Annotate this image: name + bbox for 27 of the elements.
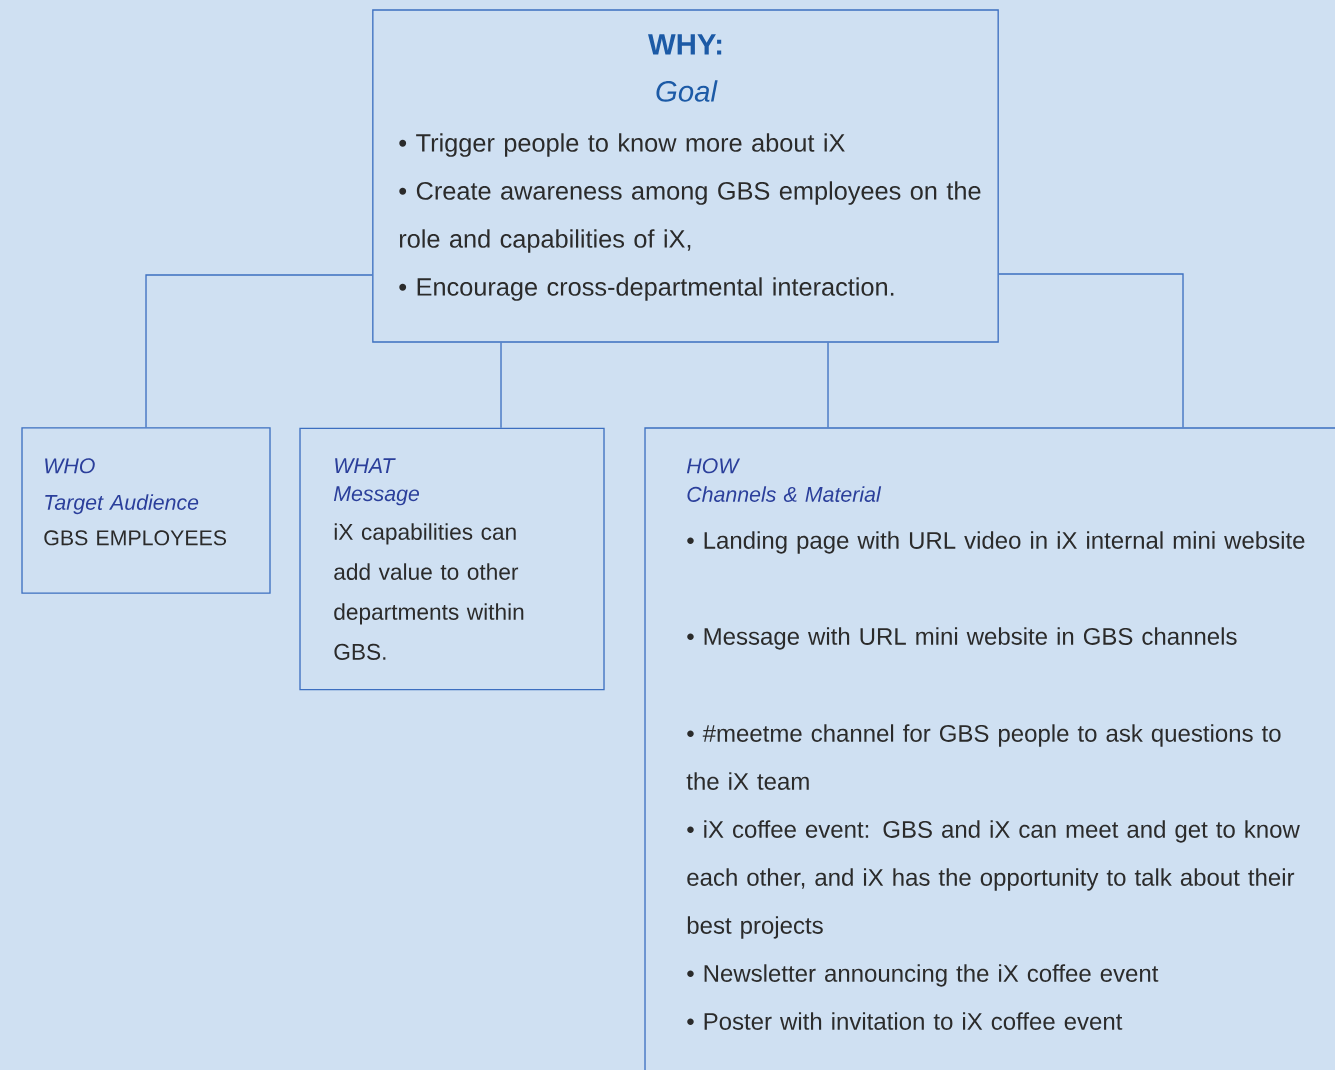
box-text: GBS EMPLOYEES [44,530,227,546]
box-subheading: Target Audience [45,494,199,515]
audience-box [21,427,271,594]
bullet-item: • Create awareness among GBS employees on the role and capabilities of iX, [399,181,981,253]
box-heading: WHO [45,458,95,474]
bullet-item: • iX coffee event: GBS and iX can meet and get to know each other, and iX has the opportunity to talk about their best projects [687,820,1300,939]
channels-box [644,427,1335,1070]
box-heading: HOW [686,458,741,474]
connector-line [145,274,373,428]
bullet-item: • Encourage cross-departmental interaction. [399,277,894,301]
bullet-item: • Landing page with URL video in iX internal mini website [687,531,1305,554]
connector-line [998,273,1184,428]
box-heading: WHY: [648,34,722,55]
bullet-item: • Poster with invitation to iX coffee event [687,1012,1123,1030]
bullet-item: • #meetme channel for GBS people to ask questions to the iX team [686,724,1281,790]
box-subheading: Goal [656,80,718,102]
box-subheading: Channels & Material [687,486,882,502]
bullet-item: • Newsletter announcing the iX coffee event [687,964,1159,987]
bullet-item: • Trigger people to know more about iX [399,133,845,157]
box-heading: WHAT [335,458,396,473]
box-text: iX capabilities can add value to other departments within GBS. [334,523,524,660]
message-box [299,427,605,691]
connector-line [500,342,502,429]
box-subheading: Message [333,486,419,506]
goal-box [372,9,999,343]
connector-line [827,342,829,428]
bullet-item: • Message with URL mini website in GBS channels [687,627,1237,650]
